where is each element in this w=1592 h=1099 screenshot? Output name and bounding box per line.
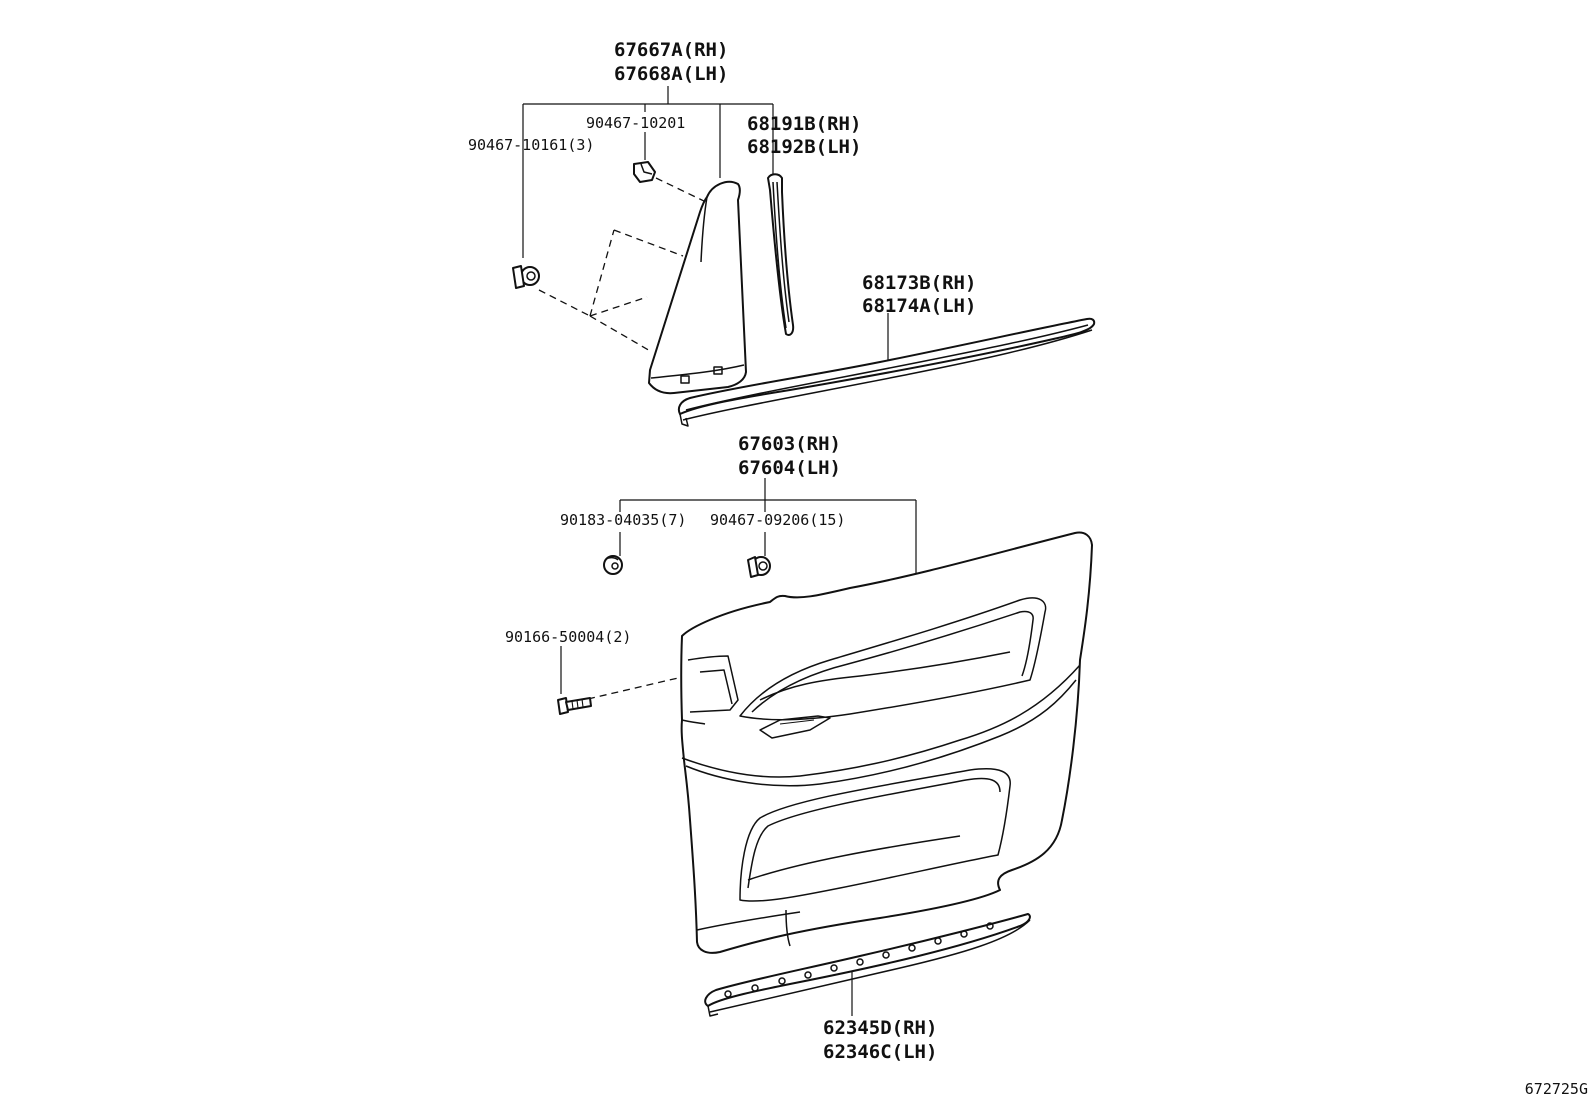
label-scuff-lh: 62346C(LH) xyxy=(823,1041,937,1063)
screw xyxy=(557,697,592,715)
label-pillar-lh: 67668A(LH) xyxy=(614,63,728,85)
pillar-garnish xyxy=(648,180,747,395)
diagram-code: 672725G xyxy=(1525,1080,1588,1098)
label-seal-rh: 68191B(RH) xyxy=(747,113,861,135)
label-trim-rh: 67603(RH) xyxy=(738,433,841,455)
scuff-plate-clips xyxy=(724,922,994,998)
label-clip-b: 90467-10161(3) xyxy=(468,136,594,154)
leader-lines xyxy=(522,86,917,1016)
label-pillar-rh: 67667A(RH) xyxy=(614,39,728,61)
assembly-dashes xyxy=(538,177,707,700)
label-screw: 90166-50004(2) xyxy=(505,628,631,646)
label-seal-lh: 68192B(LH) xyxy=(747,136,861,158)
door-trim-board xyxy=(680,531,1093,954)
scuff-plate xyxy=(704,913,1031,1017)
label-clip-d: 90467-09206(15) xyxy=(710,511,845,529)
label-belt-rh: 68173B(RH) xyxy=(862,272,976,294)
clip-small-top xyxy=(633,161,656,183)
label-scuff-rh: 62345D(RH) xyxy=(823,1017,937,1039)
pillar-seal xyxy=(767,173,795,336)
label-trim-lh: 67604(LH) xyxy=(738,457,841,479)
clip-push-trim xyxy=(747,556,771,578)
part-labels: 67667A(RH) 67668A(LH) 90467-10201 90467-… xyxy=(468,39,1588,1098)
label-belt-lh: 68174A(LH) xyxy=(862,295,976,317)
clip-cap xyxy=(603,555,623,575)
belt-moulding xyxy=(677,317,1096,427)
label-clip-c: 90183-04035(7) xyxy=(560,511,686,529)
clip-push-pillar xyxy=(512,265,540,289)
label-clip-a: 90467-10201 xyxy=(586,114,685,132)
